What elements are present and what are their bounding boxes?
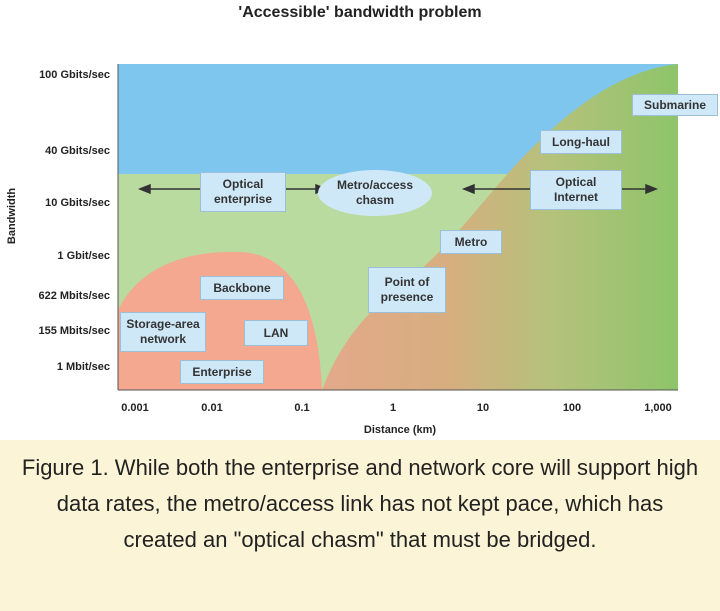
y-tick-40g: 40 Gbits/sec bbox=[45, 145, 110, 157]
y-axis-title: Bandwidth bbox=[6, 187, 18, 245]
label-lan: LAN bbox=[244, 320, 308, 346]
bandwidth-diagram: 'Accessible' bandwidth problem Bandwidth… bbox=[6, 4, 718, 436]
y-tick-1m: 1 Mbit/sec bbox=[56, 361, 110, 373]
x-tick-10: 10 bbox=[476, 402, 490, 414]
x-tick-001: 0.01 bbox=[201, 402, 223, 414]
label-metro: Metro bbox=[440, 230, 502, 254]
x-tick-01: 0.1 bbox=[294, 402, 310, 414]
y-tick-100g: 100 Gbits/sec bbox=[39, 69, 110, 81]
x-tick-1000: 1,000 bbox=[644, 402, 672, 414]
label-long-haul: Long-haul bbox=[540, 130, 622, 154]
label-submarine: Submarine bbox=[632, 94, 718, 116]
label-optical-enterprise: Optical enterprise bbox=[200, 172, 286, 212]
diagram-title: 'Accessible' bandwidth problem bbox=[238, 4, 482, 21]
label-optical-internet: Optical Internet bbox=[530, 170, 622, 210]
label-storage-area-network: Storage-area network bbox=[120, 312, 206, 352]
y-tick-10g: 10 Gbits/sec bbox=[45, 197, 110, 209]
figure-caption: Figure 1. While both the enterprise and … bbox=[0, 440, 720, 611]
y-tick-622m: 622 Mbits/sec bbox=[38, 290, 110, 302]
x-axis-title: Distance (km) bbox=[363, 424, 437, 436]
x-tick-1: 1 bbox=[389, 402, 397, 414]
label-backbone: Backbone bbox=[200, 276, 284, 300]
label-enterprise: Enterprise bbox=[180, 360, 264, 384]
x-tick-0001: 0.001 bbox=[121, 402, 149, 414]
x-tick-100: 100 bbox=[562, 402, 582, 414]
y-tick-1g: 1 Gbit/sec bbox=[57, 250, 110, 262]
label-metro-access-chasm: Metro/access chasm bbox=[318, 170, 432, 216]
label-point-of-presence: Point of presence bbox=[368, 267, 446, 313]
y-tick-155m: 155 Mbits/sec bbox=[38, 325, 110, 337]
diagram-graphic bbox=[117, 64, 678, 391]
